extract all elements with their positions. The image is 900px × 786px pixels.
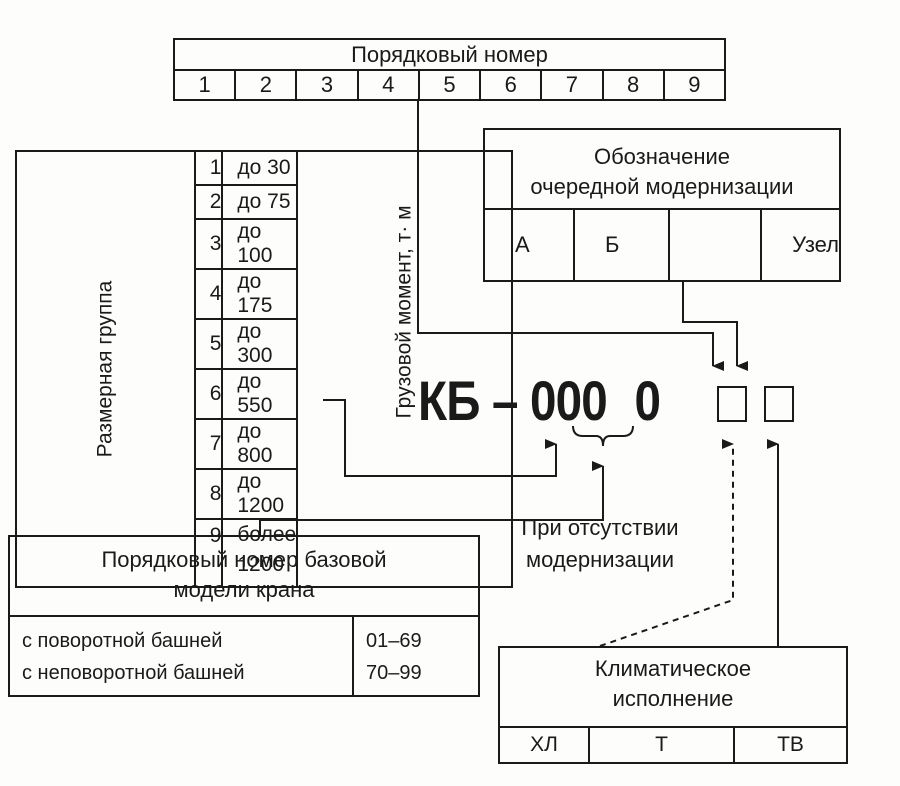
size-value-multiline: более 1200 [221,518,299,588]
size-value-line1: более [237,523,297,546]
size-value: до 100 [221,218,299,270]
size-num: 4 [193,268,224,320]
size-value: до 550 [221,368,299,420]
serial-digit: 1 [172,69,237,101]
mod-cell-b: Б [573,208,670,282]
serial-digit: 4 [356,69,420,101]
base-model-table: с поворотной башней с неповоротной башне… [8,615,480,697]
base-ranges-cell: 01–69 70–99 [352,615,480,697]
note-line2: модернизации [525,547,675,572]
size-num: 1 [193,150,224,186]
code-square-climate [764,386,794,422]
climate-title-line1: Климатическое [594,656,752,681]
crane-code: КБ – 000 0 [418,368,661,433]
size-value: до 30 [221,150,299,186]
mod-cell-node: Узел [760,208,841,282]
modernization-cells: А Б Узел [482,208,841,282]
code-zero: 0 [634,369,661,432]
moment-label-cell: Грузовой момент, т· м [296,150,514,588]
size-value: до 1200 [221,468,299,520]
size-group-label-cell: Размерная группа [15,150,196,588]
size-num: 3 [193,218,224,270]
climate-cells: ХЛ Т ТВ [498,726,848,764]
mod-cell-empty [667,208,763,282]
code-square-modernization [717,386,747,422]
serial-digit: 3 [295,69,359,101]
climate-dashed-arrow [599,439,734,647]
modernization-title-line1: Обозначение [593,144,731,169]
size-num: 7 [193,418,224,470]
base-label: с неповоротной башней [22,662,245,684]
base-labels-cell: с поворотной башней с неповоротной башне… [8,615,354,697]
climate-title: Климатическое исполнение [498,646,848,728]
curly-brace [572,425,634,447]
size-value: до 800 [221,418,299,470]
base-label: с поворотной башней [22,630,223,652]
serial-digit: 6 [479,69,543,101]
serial-digit: 8 [601,69,665,101]
climate-title-line2: исполнение [612,686,734,711]
climate-cell-t: Т [588,726,735,764]
mod-to-square-arrow [682,282,748,371]
modernization-title-line2: очередной модернизации [530,174,794,199]
size-num: 6 [193,368,224,420]
moment-label: Грузовой момент, т· м [392,205,416,419]
base-title-line1: Порядковый номер базовой [101,547,387,572]
code-digits: 000 [529,369,608,432]
size-value: до 175 [221,268,299,320]
modernization-title: Обозначение очередной модернизации [483,128,841,210]
size-num: 8 [193,468,224,520]
no-modernization-note: При отсутствии модернизации [490,512,710,576]
serial-digit: 7 [540,69,604,101]
serial-digit: 5 [417,69,482,101]
size-value: до 75 [221,184,299,220]
size-num: 5 [193,318,224,370]
size-num: 2 [193,184,224,220]
base-range: 01–69 [366,630,422,652]
base-title-line2: модели крана [173,577,315,602]
base-range: 70–99 [366,662,422,684]
serial-number-title: Порядковый номер [173,38,726,70]
serial-digits-row: 1 2 3 4 5 6 7 8 9 [172,69,727,101]
serial-digit: 9 [662,69,727,101]
size-value-line2: 1200 [237,553,285,576]
note-line1: При отсутствии [521,515,679,540]
size-value: до 300 [221,318,299,370]
serial-digit: 2 [234,69,298,101]
base-model-title: Порядковый номер базовой модели крана [8,535,480,617]
size-group-label: Размерная группа [93,280,117,458]
size-group-table: Размерная группа 1 до 30 Грузовой момент… [15,150,514,588]
code-prefix: КБ – [418,369,518,432]
climate-cell-hl: ХЛ [498,726,590,764]
climate-cell-tv: ТВ [733,726,848,764]
